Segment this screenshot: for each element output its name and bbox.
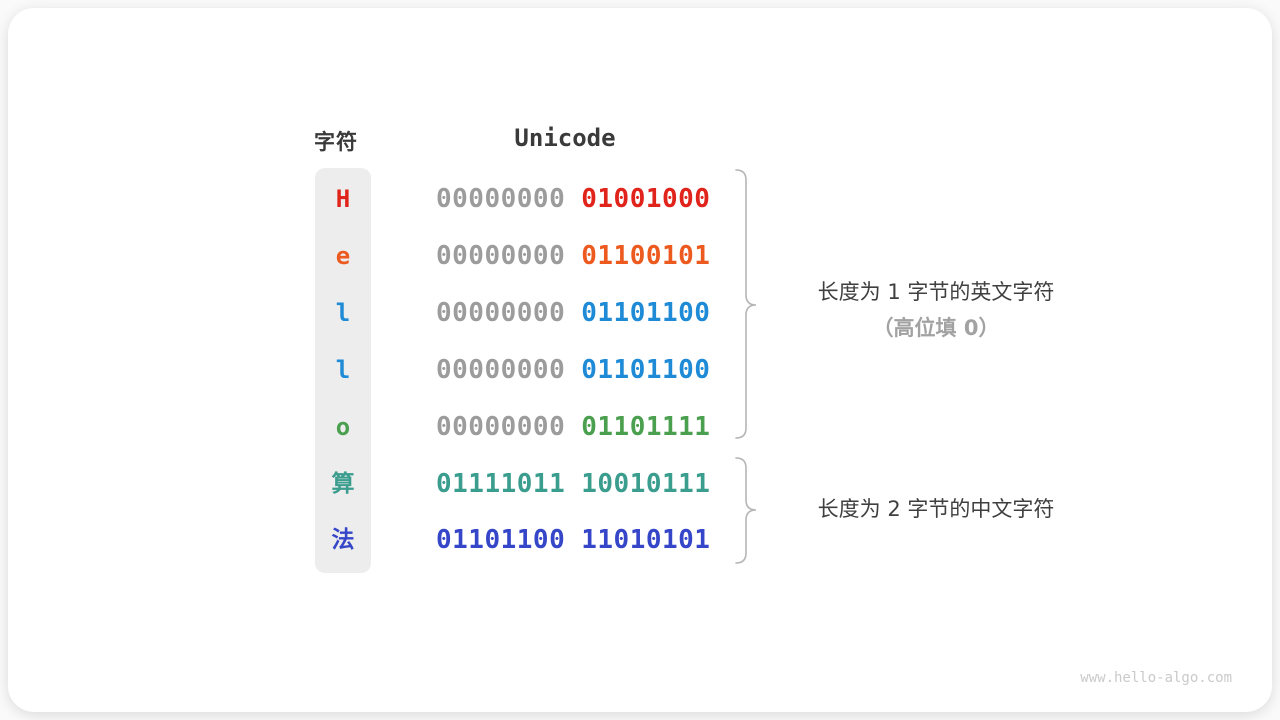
table-row: l 00000000 01101100 [8,298,1272,328]
char-cell: l [335,356,351,384]
binary-byte-2: 01101100 [581,355,711,385]
table-row: l 00000000 01101100 [8,355,1272,385]
binary-byte-1: 01101100 [436,525,566,555]
binary-byte-2: 01001000 [581,184,711,214]
diagram-card: 字符 Unicode H 00000000 01001000 e 0000000… [8,8,1272,712]
brace-chinese-group [735,457,757,564]
table-row: 算 01111011 10010111 [8,469,1272,499]
binary-byte-1: 00000000 [436,355,566,385]
watermark-url: www.hello-algo.com [1080,670,1232,686]
annotation-line: 长度为 1 字节的英文字符 [817,280,1055,304]
binary-byte-2: 01101111 [581,412,711,442]
char-cell: 法 [331,527,355,553]
char-column-background [315,168,371,573]
binary-byte-2: 10010111 [581,469,711,499]
binary-cell: 00000000 01100101 [436,241,711,271]
binary-byte-1: 00000000 [436,412,566,442]
char-cell: 算 [331,471,355,497]
binary-cell: 00000000 01101111 [436,412,711,442]
table-row: e 00000000 01100101 [8,241,1272,271]
binary-byte-1: 00000000 [436,184,566,214]
annotation-english-chars: 长度为 1 字节的英文字符 （高位填 0） [773,274,1099,346]
table-row: 法 01101100 11010101 [8,525,1272,555]
annotation-chinese-chars: 长度为 2 字节的中文字符 [773,491,1099,527]
binary-byte-2: 01100101 [581,241,711,271]
char-cell: l [335,299,351,327]
char-cell: e [335,242,351,270]
annotation-line: 长度为 2 字节的中文字符 [817,497,1055,521]
annotation-subline: （高位填 0） [872,316,1000,340]
char-cell: o [335,413,351,441]
binary-cell: 00000000 01001000 [436,184,711,214]
brace-english-group [735,169,757,439]
binary-cell: 00000000 01101100 [436,355,711,385]
table-row: o 00000000 01101111 [8,412,1272,442]
table-row: H 00000000 01001000 [8,184,1272,214]
binary-cell: 01101100 11010101 [436,525,711,555]
binary-byte-2: 11010101 [581,525,711,555]
binary-cell: 00000000 01101100 [436,298,711,328]
binary-cell: 01111011 10010111 [436,469,711,499]
unicode-column-header: Unicode [514,124,616,152]
binary-byte-2: 01101100 [581,298,711,328]
binary-byte-1: 00000000 [436,298,566,328]
char-column-header: 字符 [314,130,358,154]
binary-byte-1: 01111011 [436,469,566,499]
char-cell: H [335,185,351,213]
group-braces [735,169,757,564]
binary-byte-1: 00000000 [436,241,566,271]
